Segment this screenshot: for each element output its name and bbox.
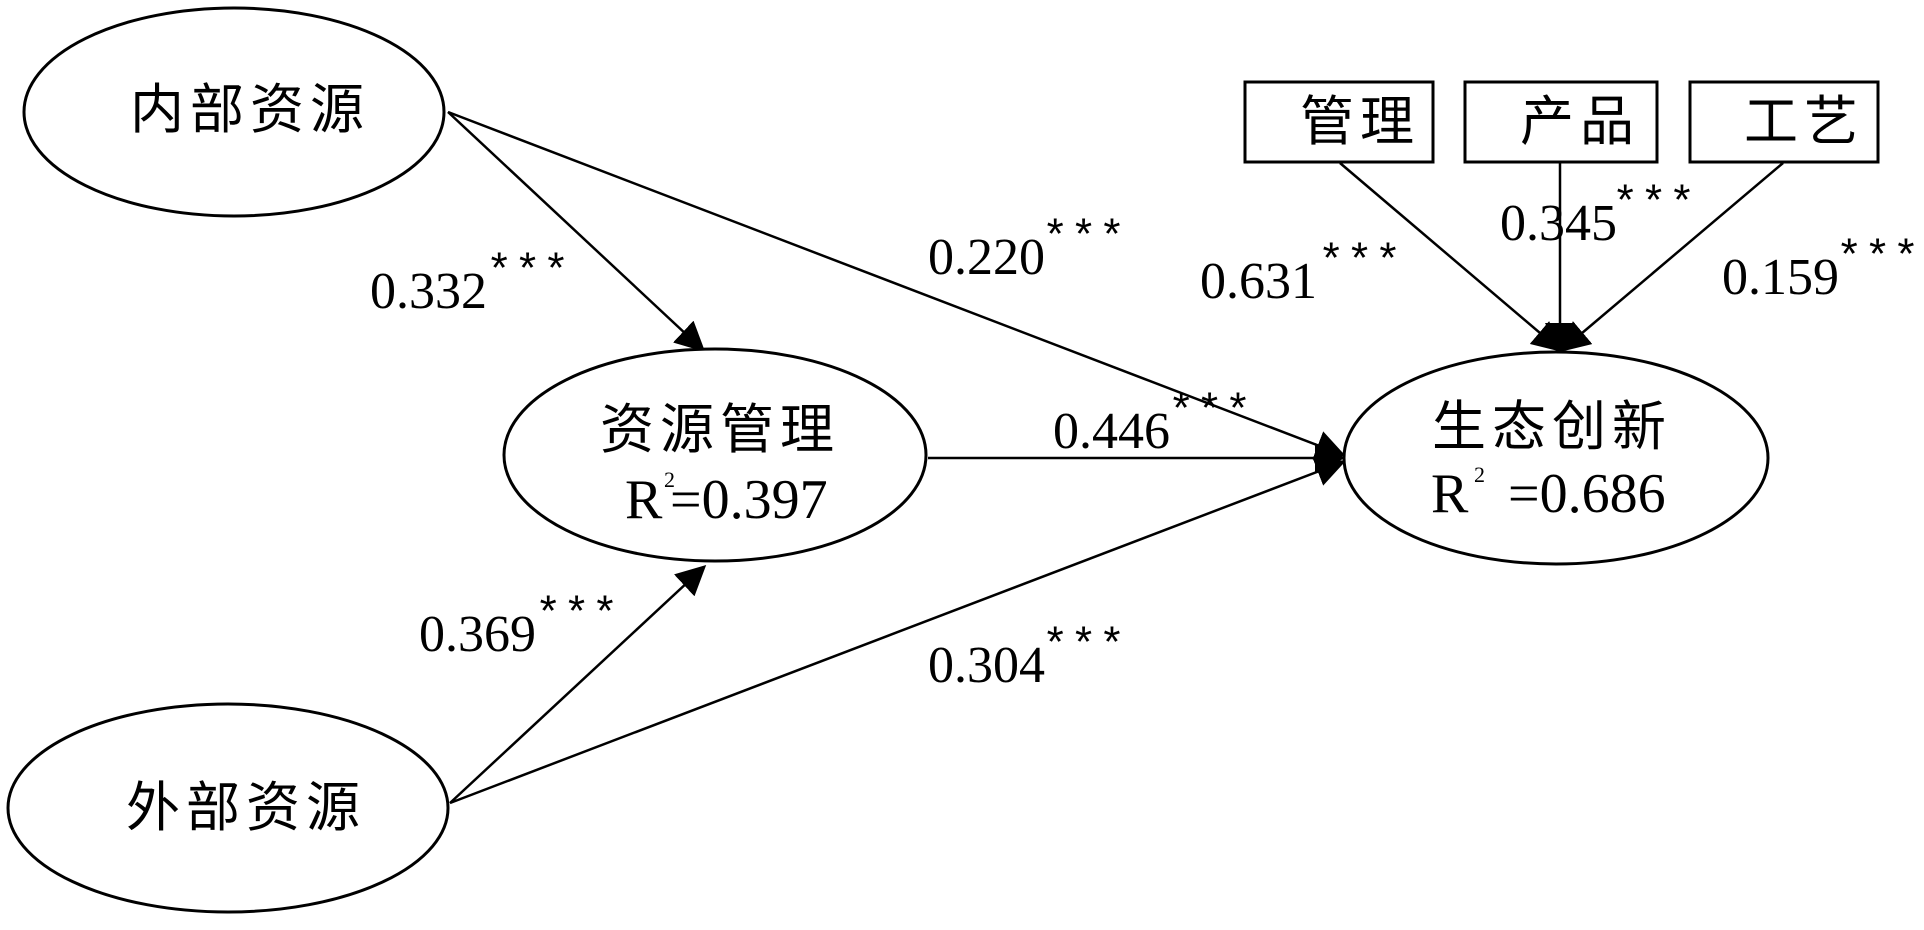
node-eco-innovation-r2-sup: 2	[1474, 462, 1485, 487]
node-indicator-management-label: 管理	[1300, 90, 1420, 153]
coef-internal-to-management: 0.332	[370, 263, 487, 320]
label-external-to-management: 0.369 ***	[419, 591, 620, 663]
sig-external-to-management: ***	[535, 591, 620, 641]
edge-internal-to-management	[447, 111, 706, 353]
sig-management-to-eco: ***	[1168, 388, 1253, 438]
sig-indicator-product: ***	[1612, 180, 1697, 230]
node-indicator-process: 工艺	[1688, 80, 1880, 164]
label-internal-to-eco: 0.220 ***	[928, 214, 1127, 286]
label-indicator-management: 0.631 ***	[1200, 238, 1403, 310]
coef-indicator-process: 0.159	[1722, 249, 1839, 306]
coef-external-to-eco: 0.304	[928, 637, 1045, 694]
label-management-to-eco: 0.446 ***	[1053, 388, 1253, 460]
sig-internal-to-management: ***	[486, 248, 571, 298]
node-internal-resources-label: 内部资源	[130, 78, 370, 141]
node-resource-management-r2-value: =0.397	[670, 469, 828, 531]
node-indicator-product-label: 产品	[1520, 90, 1640, 153]
coef-indicator-product: 0.345	[1500, 195, 1617, 252]
node-external-resources: 外部资源	[6, 702, 450, 914]
edge-external-to-management	[449, 564, 707, 804]
node-resource-management-r2-prefix: R	[625, 469, 663, 531]
sig-indicator-process: ***	[1836, 234, 1921, 284]
node-resource-management: 资源管理 R 2 =0.397	[502, 347, 928, 563]
label-indicator-process: 0.159 ***	[1722, 234, 1921, 306]
label-external-to-eco: 0.304 ***	[928, 622, 1127, 694]
node-indicator-product: 产品	[1463, 80, 1659, 164]
coef-management-to-eco: 0.446	[1053, 403, 1170, 460]
edge-indicator-management	[1339, 162, 1563, 352]
node-eco-innovation-r2-value: =0.686	[1494, 463, 1666, 525]
node-external-resources-label: 外部资源	[126, 776, 366, 839]
label-internal-to-management: 0.332 ***	[370, 248, 571, 320]
sig-internal-to-eco: ***	[1042, 214, 1127, 264]
edge-indicator-process	[1559, 162, 1784, 352]
node-eco-innovation-label: 生态创新	[1432, 395, 1672, 458]
node-resource-management-r2-sup: 2	[664, 467, 675, 492]
edge-external-to-eco	[449, 457, 1346, 805]
label-indicator-product: 0.345 ***	[1500, 180, 1697, 252]
sig-external-to-eco: ***	[1042, 622, 1127, 672]
node-eco-innovation-r2-prefix: R	[1431, 463, 1469, 525]
edge-internal-to-eco	[447, 110, 1346, 460]
sig-indicator-management: ***	[1318, 238, 1403, 288]
node-eco-innovation: 生态创新 R 2 =0.686	[1342, 350, 1770, 566]
node-resource-management-label: 资源管理	[600, 398, 840, 461]
node-indicator-process-label: 工艺	[1744, 90, 1864, 153]
coef-external-to-management: 0.369	[419, 606, 536, 663]
coef-internal-to-eco: 0.220	[928, 229, 1045, 286]
coef-indicator-management: 0.631	[1200, 253, 1317, 310]
node-indicator-management: 管理	[1243, 80, 1435, 164]
node-internal-resources: 内部资源	[22, 6, 446, 218]
